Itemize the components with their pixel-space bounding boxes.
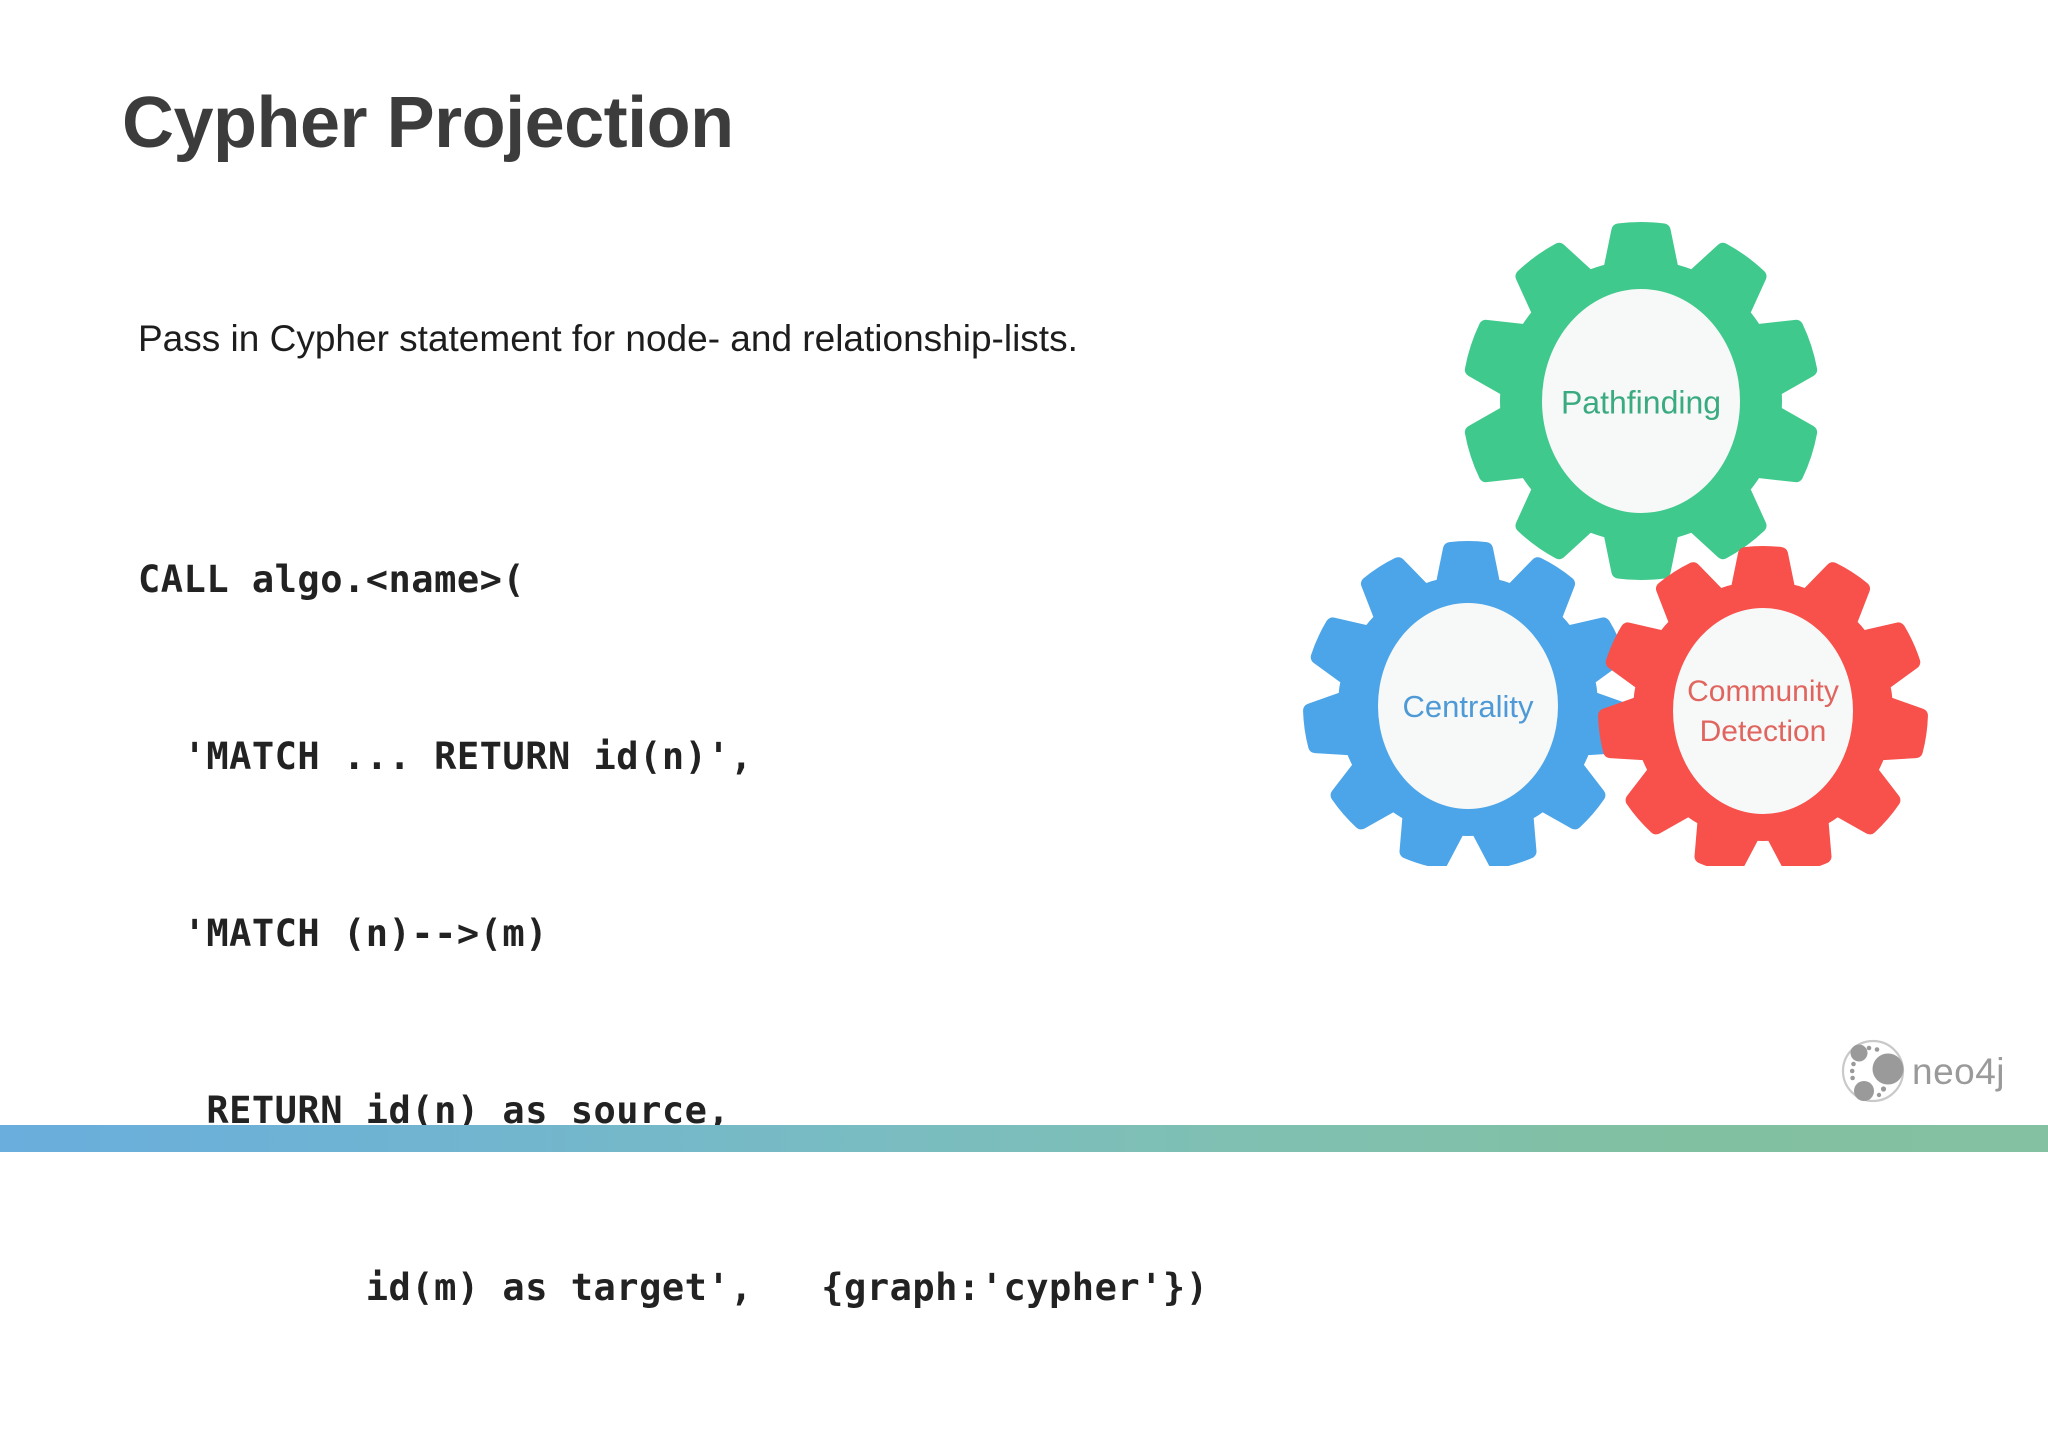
page-title: Cypher Projection xyxy=(122,83,734,163)
lead-paragraph: Pass in Cypher statement for node- and r… xyxy=(138,318,1078,359)
slide-canvas: Cypher Projection Pass in Cypher stateme… xyxy=(0,83,2048,1309)
gear-community-detection: Community Detection xyxy=(1598,546,1928,866)
code-line-1: CALL algo.<name>( xyxy=(138,558,526,601)
gear-centrality-label: Centrality xyxy=(1403,689,1534,724)
neo4j-wordmark: neo4j xyxy=(1912,1051,2005,1092)
code-block: CALL algo.<name>( 'MATCH ... RETURN id(n… xyxy=(138,432,1208,1435)
neo4j-graph-mark xyxy=(1841,1039,1905,1103)
gear-centrality-hub xyxy=(1378,603,1558,809)
gear-pathfinding-hub xyxy=(1542,289,1740,513)
code-line-4: RETURN id(n) as source, xyxy=(138,1089,731,1132)
neo4j-logo: neo4j xyxy=(1840,1038,2030,1104)
gear-community-detection-label-line1: Community xyxy=(1687,675,1839,708)
gear-community-detection-hub xyxy=(1673,608,1853,814)
bottom-accent-bar xyxy=(0,1125,2048,1152)
gear-cluster-illustration: Pathfinding Centrality Community Detecti… xyxy=(1286,206,1986,866)
gear-centrality: Centrality xyxy=(1303,541,1633,866)
gear-pathfinding: Pathfinding xyxy=(1464,222,1818,580)
gear-pathfinding-label: Pathfinding xyxy=(1561,384,1721,420)
code-line-5: id(m) as target', {graph:'cypher'}) xyxy=(138,1266,1209,1309)
gear-community-detection-label-line2: Detection xyxy=(1700,715,1827,748)
code-line-3: 'MATCH (n)-->(m) xyxy=(138,912,548,955)
code-line-2: 'MATCH ... RETURN id(n)', xyxy=(138,735,753,778)
